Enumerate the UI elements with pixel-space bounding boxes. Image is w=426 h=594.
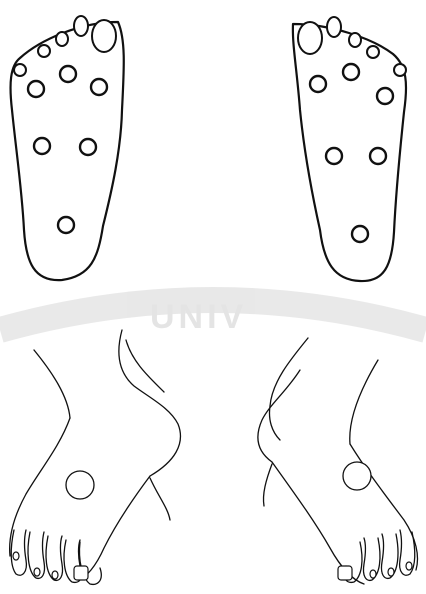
right-toenail: [388, 568, 394, 576]
left-sole-site: [80, 139, 96, 155]
right-leg-outline: [258, 370, 300, 462]
right-big-toe: [298, 22, 322, 54]
left-third-toe: [56, 32, 68, 46]
right-sole-site: [326, 148, 342, 164]
right-dorsum: [258, 338, 418, 584]
left-toenail: [13, 552, 19, 560]
left-toenail: [52, 571, 58, 579]
right-leg-outline: [350, 360, 378, 444]
right-toenail: [370, 570, 376, 578]
right-sole-outline: [293, 24, 406, 281]
left-sole-site: [60, 66, 76, 82]
right-third-toe: [349, 33, 361, 47]
left-sole-site: [28, 81, 44, 97]
left-fourth-toe: [38, 45, 50, 57]
right-sole: [293, 17, 406, 281]
right-fifth-toe: [394, 64, 406, 76]
right-sole-site: [352, 226, 368, 242]
right-foot-instep: [263, 464, 272, 506]
right-sole-site: [343, 64, 359, 80]
watermark-text: UNIV: [150, 298, 247, 336]
right-sole-site: [310, 76, 326, 92]
watermark: UNIV: [0, 298, 426, 336]
left-big-toe: [92, 20, 116, 52]
left-leg-outline: [119, 330, 181, 476]
left-sole-test-sites: [28, 66, 107, 233]
right-second-toe: [327, 17, 341, 37]
right-dorsum-toes: [338, 530, 415, 582]
left-dorsum-site: [66, 471, 94, 499]
left-foot-instep: [150, 478, 170, 520]
left-sole-site: [58, 217, 74, 233]
left-second-toe: [74, 16, 88, 36]
right-big-toenail: [338, 566, 352, 580]
left-dorsum-toes: [11, 530, 101, 584]
left-sole-outline: [11, 22, 124, 280]
left-leg-outline: [34, 350, 70, 418]
right-leg-outline: [269, 338, 308, 440]
right-sole-site: [370, 148, 386, 164]
right-dorsum-site: [343, 462, 371, 490]
right-fourth-toe: [367, 46, 379, 58]
left-toenail: [34, 568, 40, 576]
right-sole-test-sites: [310, 64, 393, 242]
left-fifth-toe: [14, 64, 26, 76]
left-sole-site: [91, 79, 107, 95]
left-foot-outline: [10, 418, 70, 556]
left-sole: [11, 16, 124, 280]
right-sole-site: [377, 88, 393, 104]
left-big-toenail: [74, 566, 88, 580]
right-toenail: [406, 562, 412, 570]
left-dorsum: [10, 330, 181, 584]
left-sole-site: [34, 138, 50, 154]
